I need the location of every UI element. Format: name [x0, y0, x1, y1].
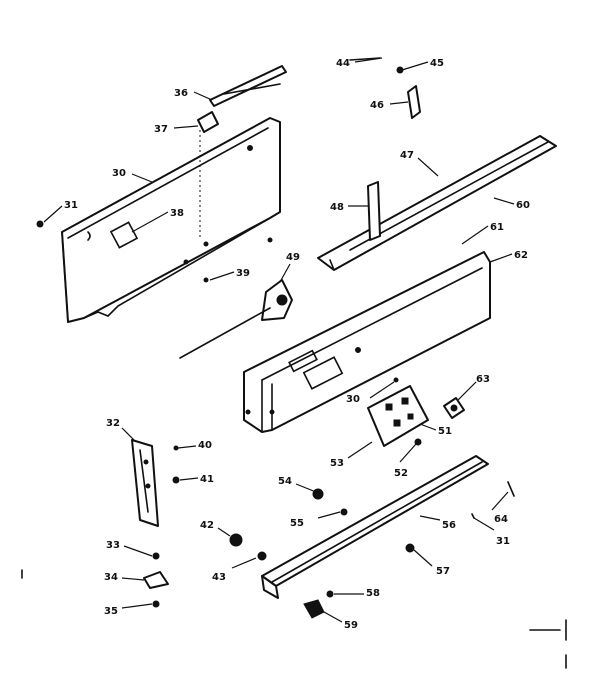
callout-44: 44	[336, 58, 350, 69]
clip-63	[443, 397, 465, 419]
small-bracket	[349, 57, 421, 119]
lower-strip	[261, 455, 489, 599]
callout-30: 30	[112, 168, 126, 179]
callout-45: 45	[430, 58, 444, 69]
callout-54: 54	[278, 476, 292, 487]
callout-40: 40	[198, 440, 212, 451]
side-bracket	[131, 439, 159, 527]
callout-58: 58	[366, 588, 380, 599]
callout-52: 52	[394, 468, 408, 479]
top-channel	[317, 135, 557, 271]
callout-36: 36	[174, 88, 188, 99]
callout-64: 64	[494, 514, 508, 525]
top-rail	[197, 65, 287, 240]
callout-62: 62	[514, 250, 528, 261]
hardware	[21, 220, 567, 669]
callout-33: 33	[106, 540, 120, 551]
callout-35: 35	[104, 606, 118, 617]
callout-32: 32	[106, 418, 120, 429]
callout-48: 48	[330, 202, 344, 213]
callout-50: 30	[346, 394, 360, 405]
callout-60: 60	[516, 200, 530, 211]
callout-34: 34	[104, 572, 118, 583]
callout-49: 49	[286, 252, 300, 263]
callout-42: 42	[200, 520, 214, 531]
callout-31: 31	[64, 200, 78, 211]
callout-59: 59	[344, 620, 358, 631]
timer-switch	[179, 279, 293, 359]
callout-51: 51	[438, 426, 452, 437]
leader-lines	[43, 57, 515, 623]
callout-53: 53	[330, 458, 344, 469]
callout-labels: 36 37 30 31 38 39 44 45 46 47 48 60 61 6…	[64, 58, 530, 631]
callout-47: 47	[400, 150, 414, 161]
callout-46: 46	[370, 100, 384, 111]
callout-61: 61	[490, 222, 504, 233]
callout-37: 37	[154, 124, 168, 135]
callout-57: 57	[436, 566, 450, 577]
callout-41: 41	[200, 474, 214, 485]
callout-55: 55	[290, 518, 304, 529]
callout-38: 38	[170, 208, 184, 219]
callout-56: 56	[442, 520, 456, 531]
callout-43: 43	[212, 572, 226, 583]
callout-31b: 31	[496, 536, 510, 547]
callout-39: 39	[236, 268, 250, 279]
switch-module	[367, 385, 429, 447]
callout-63: 63	[476, 374, 490, 385]
control-panel	[243, 251, 491, 433]
back-panel	[61, 117, 281, 323]
